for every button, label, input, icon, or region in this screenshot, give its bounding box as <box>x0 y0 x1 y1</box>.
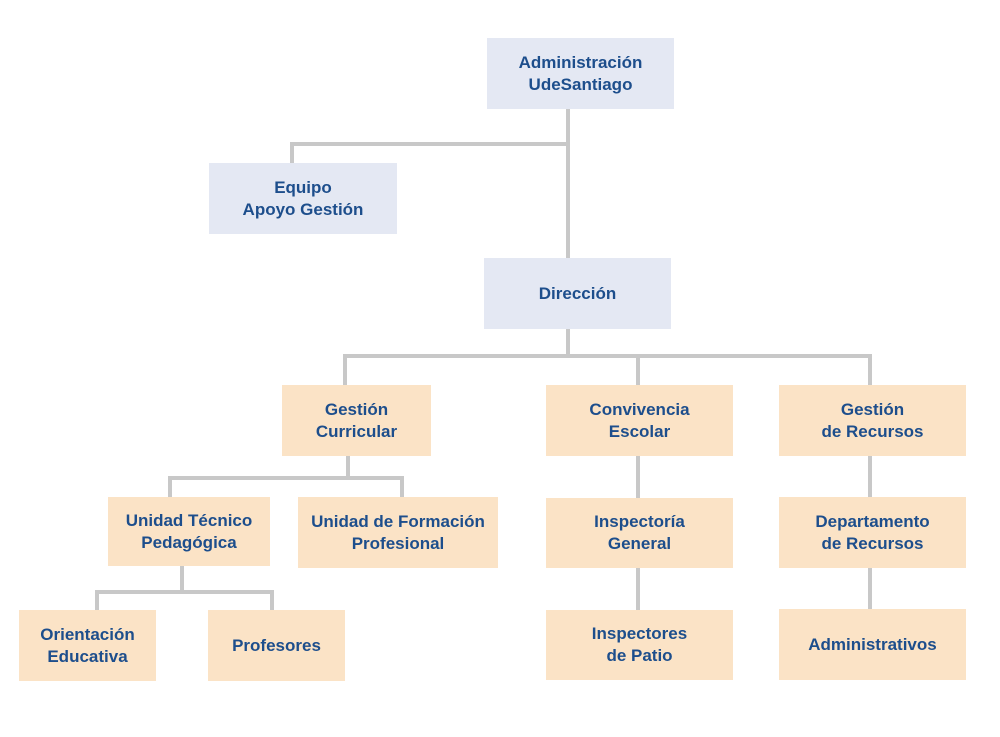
orientacion-educativa-box: Orientación Educativa <box>19 610 156 681</box>
inspectores-patio-box: Inspectores de Patio <box>546 610 733 680</box>
connector-curricular-units <box>168 456 404 497</box>
admin-udesantiago-box: Administración UdeSantiago <box>487 38 674 109</box>
gestion-recursos-line2: de Recursos <box>821 421 924 441</box>
direccion-label: Dirección <box>538 283 617 303</box>
connector-direccion-areas <box>343 328 872 385</box>
inspectoria-general-box: Inspectoría General <box>546 498 733 568</box>
gestion-recursos-box: Gestión de Recursos <box>779 385 966 456</box>
connector-admin-equipo <box>290 142 568 163</box>
convivencia-line2: Escolar <box>608 421 671 441</box>
formacion-line2: Profesional <box>351 533 445 553</box>
direccion-box: Dirección <box>484 258 671 329</box>
equipo-line2: Apoyo Gestión <box>242 199 364 219</box>
convivencia-escolar-box: Convivencia Escolar <box>546 385 733 456</box>
administrativos-box: Administrativos <box>779 609 966 680</box>
profesores-box: Profesores <box>208 610 345 681</box>
departamento-line2: de Recursos <box>821 533 924 553</box>
gestion-curricular-line2: Curricular <box>315 421 398 441</box>
unidad-formacion-profesional-box: Unidad de Formación Profesional <box>298 497 498 568</box>
admin-udesantiago-line1: Administración <box>518 52 643 72</box>
administrativos-label: Administrativos <box>808 634 937 654</box>
convivencia-line1: Convivencia <box>589 399 690 419</box>
departamento-line1: Departamento <box>815 511 930 531</box>
profesores-label: Profesores <box>232 635 321 655</box>
equipo-line1: Equipo <box>274 177 332 197</box>
formacion-line1: Unidad de Formación <box>311 511 485 531</box>
orientacion-line1: Orientación <box>40 624 135 644</box>
gestion-recursos-line1: Gestión <box>840 399 905 419</box>
inspectores-line1: Inspectores <box>591 624 688 643</box>
unidad-tecnico-pedagogica-box: Unidad Técnico Pedagógica <box>108 497 270 566</box>
equipo-apoyo-gestion-box: Equipo Apoyo Gestión <box>209 163 397 234</box>
gestion-curricular-box: Gestión Curricular <box>282 385 431 456</box>
departamento-recursos-box: Departamento de Recursos <box>779 497 966 568</box>
orientacion-line2: Educativa <box>47 646 128 666</box>
admin-udesantiago-line2: UdeSantiago <box>528 74 633 94</box>
utp-line1: Unidad Técnico <box>125 510 253 530</box>
inspectores-line2: de Patio <box>606 646 673 665</box>
connector-utp-children <box>95 566 274 610</box>
utp-line2: Pedagógica <box>141 532 237 552</box>
inspectoria-line2: General <box>607 534 672 553</box>
gestion-curricular-line1: Gestión <box>324 399 389 419</box>
inspectoria-line1: Inspectoría <box>594 512 685 531</box>
